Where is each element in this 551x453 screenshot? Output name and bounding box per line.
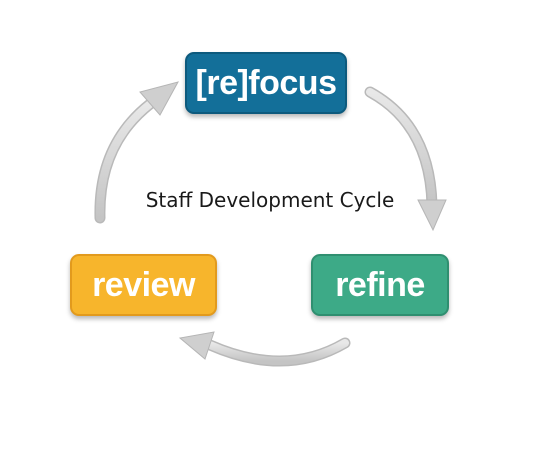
node-review: review xyxy=(70,254,217,316)
node-refine: refine xyxy=(311,254,449,316)
cycle-title: Staff Development Cycle xyxy=(145,188,395,212)
node-refocus: [re]focus xyxy=(185,52,347,114)
arrow-refocus-to-refine xyxy=(364,86,447,232)
arrow-review-to-refocus xyxy=(94,81,179,224)
arrow-refine-to-review xyxy=(178,331,351,367)
